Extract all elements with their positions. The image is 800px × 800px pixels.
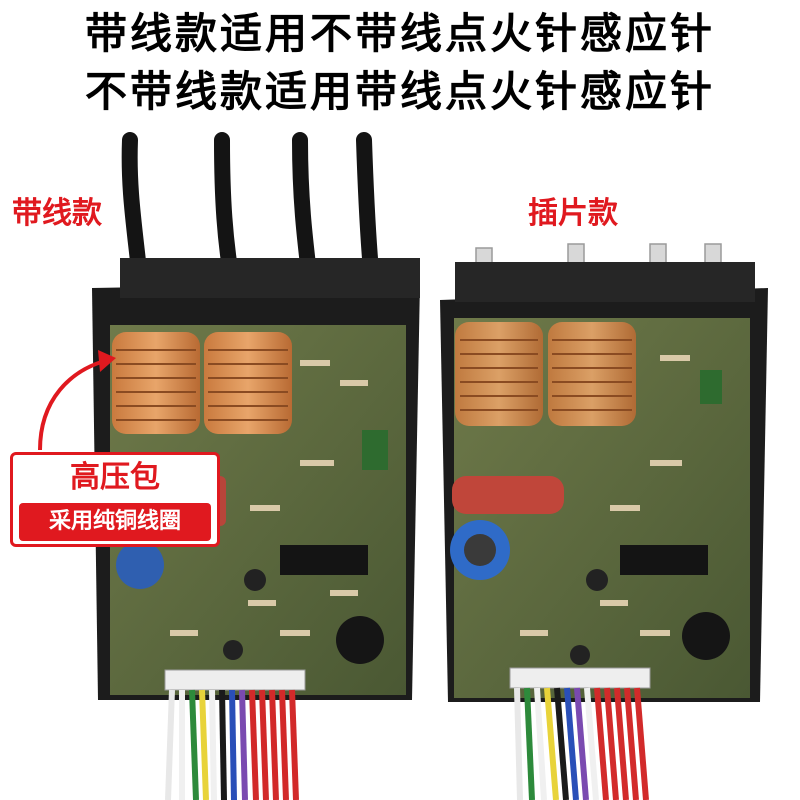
headline-line-2: 不带线款适用带线点火针感应针 (84, 67, 715, 116)
callout-subtitle: 采用纯铜线圈 (19, 503, 211, 541)
left-module (92, 132, 420, 800)
callout-arrow-icon (38, 350, 116, 451)
headline-line-1: 带线款适用不带线点火针感应针 (84, 9, 715, 58)
callout-title: 高压包 (70, 460, 160, 495)
coil (455, 322, 636, 426)
ribbon-wires (165, 689, 299, 800)
coil (112, 332, 292, 434)
variant-label-wired: 带线款 (12, 196, 102, 231)
ribbon-wires (514, 687, 649, 800)
variant-label-spade: 插片款 (528, 196, 618, 231)
coil-callout-box: 高压包 采用纯铜线圈 (10, 452, 220, 547)
right-module (440, 243, 768, 800)
